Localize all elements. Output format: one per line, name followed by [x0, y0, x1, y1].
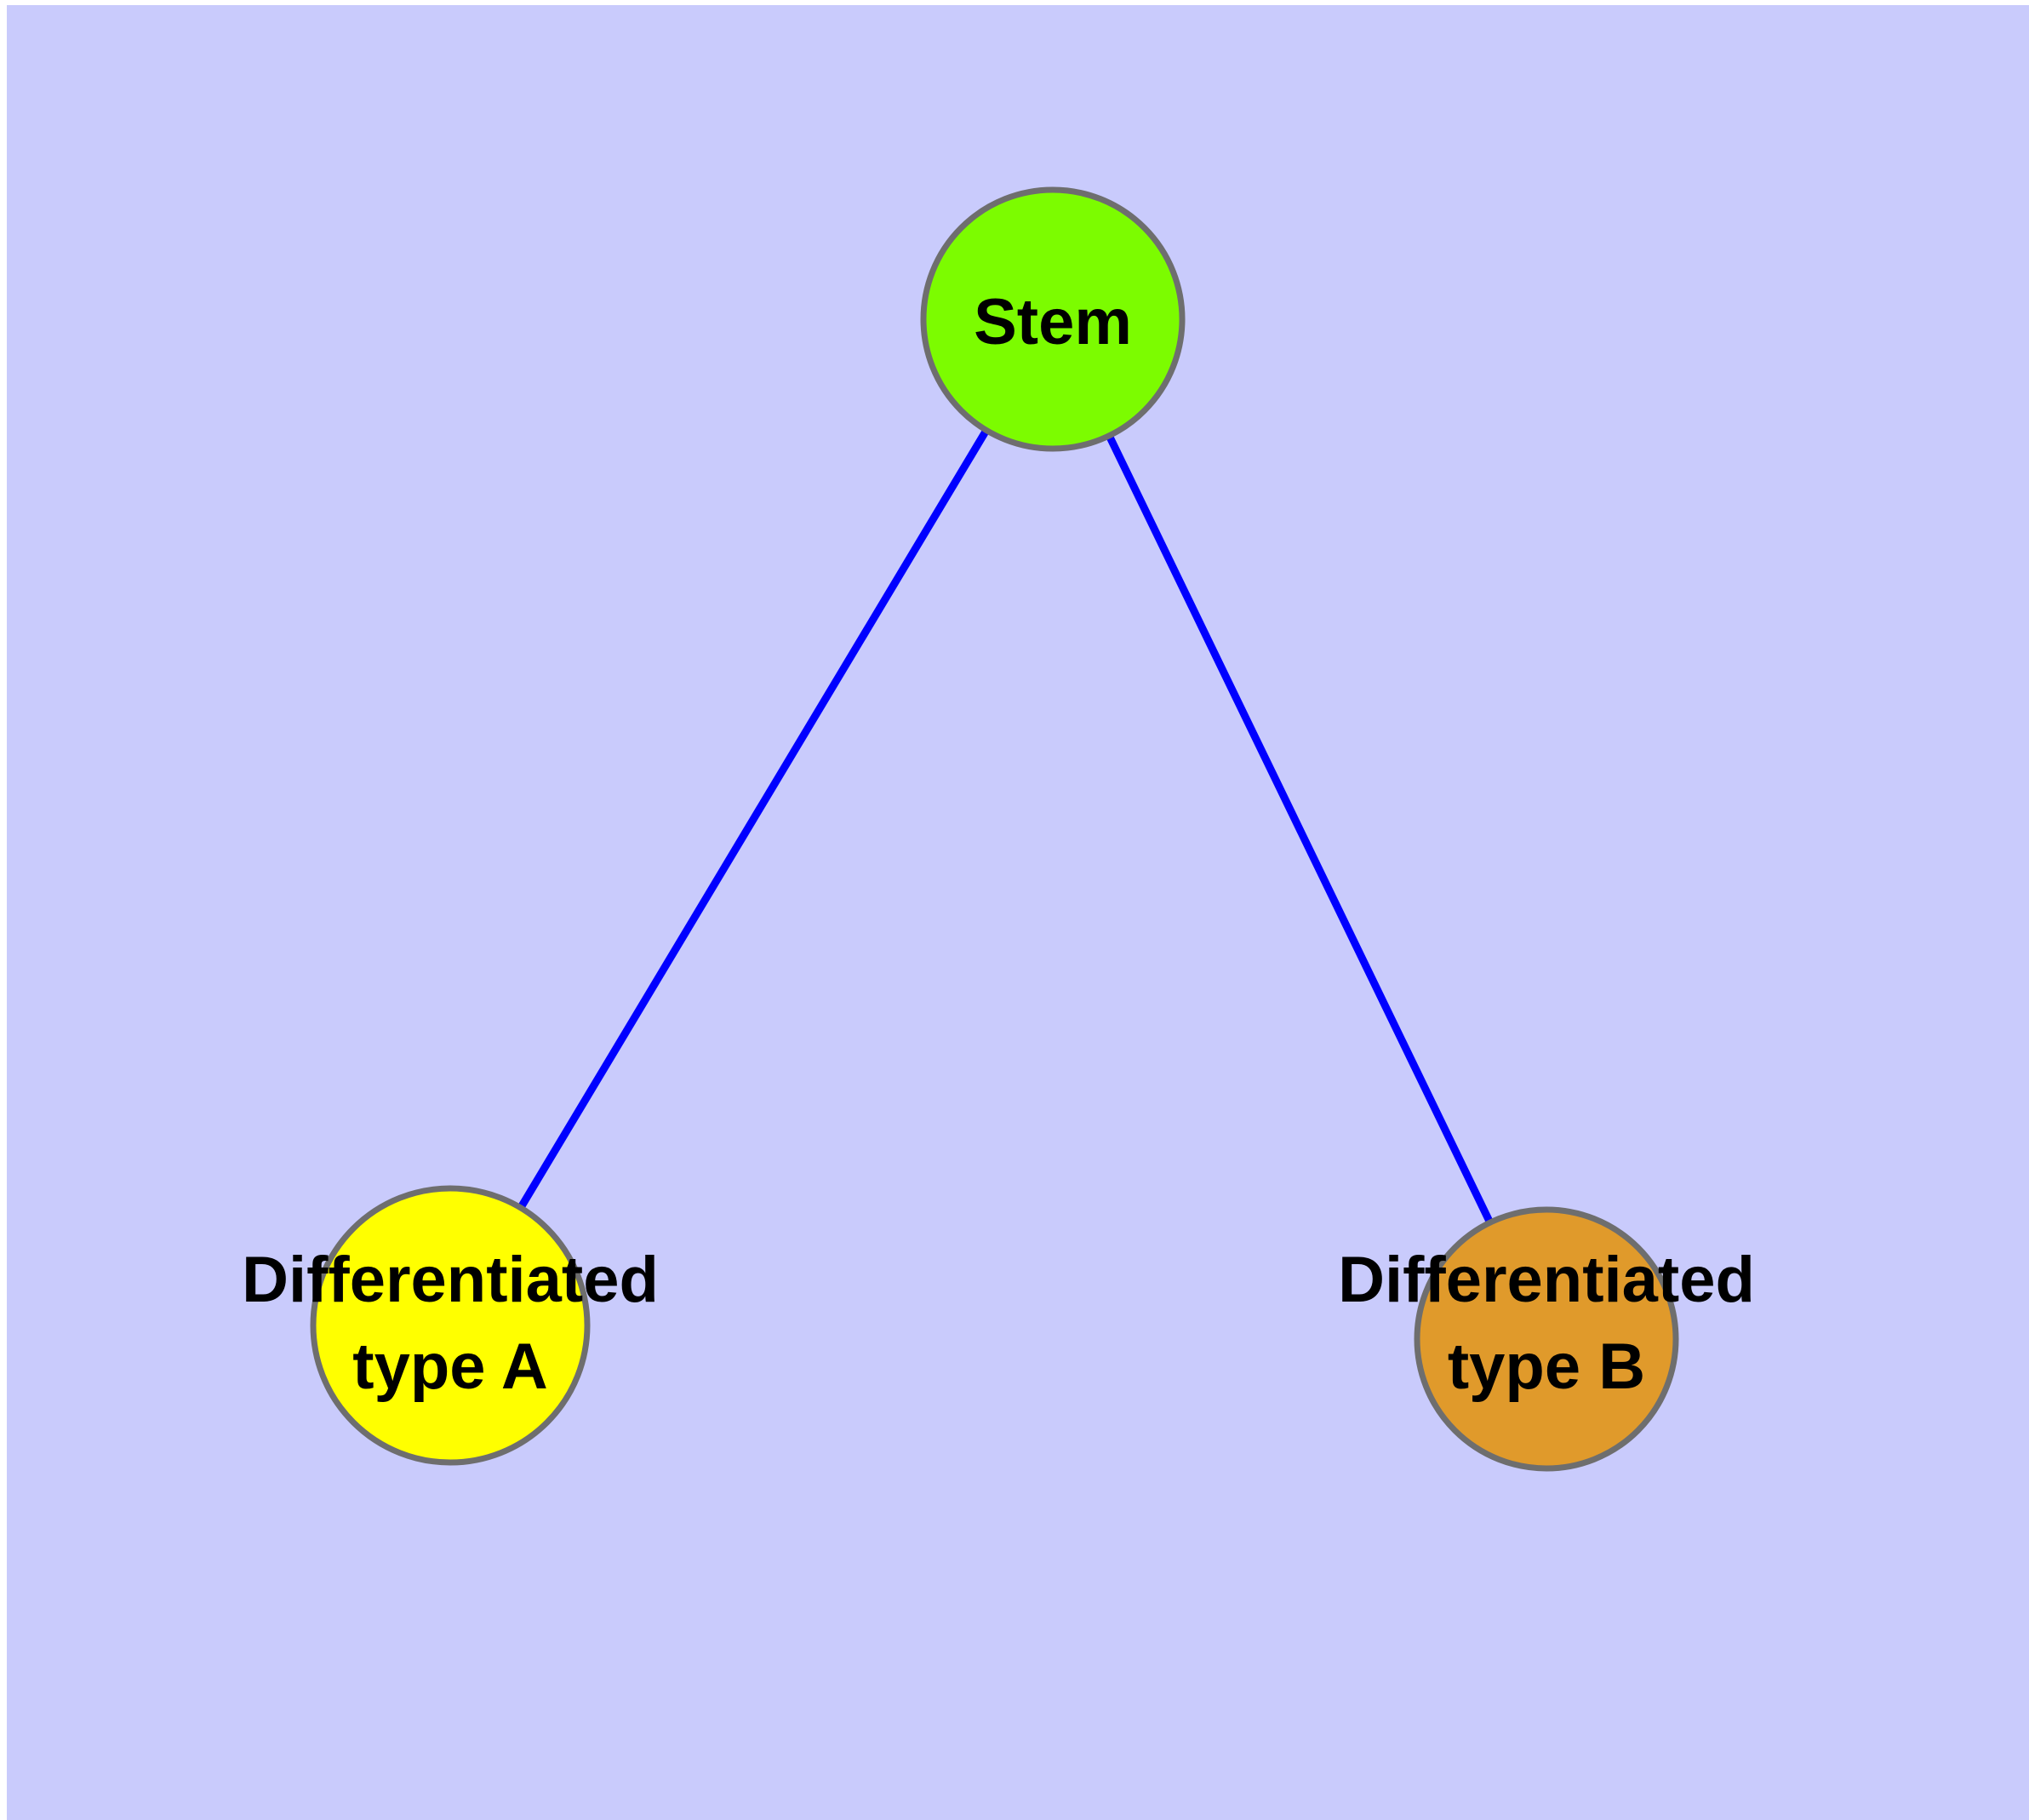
node-stem[interactable]: [920, 186, 1186, 452]
node-differentiated-type-a-circle[interactable]: [310, 1185, 591, 1466]
node-differentiated-type-a-label-line2: type A: [352, 1331, 547, 1403]
node-differentiated-type-a-label-line1: Differentiated: [242, 1244, 659, 1316]
node-differentiated-type-b-label-line1: Differentiated: [1338, 1244, 1755, 1316]
edge-layer: [447, 317, 1551, 1341]
node-differentiated-type-a[interactable]: [310, 1185, 591, 1466]
node-differentiated-type-b[interactable]: [1414, 1206, 1679, 1472]
node-differentiated-type-b-circle[interactable]: [1414, 1206, 1679, 1472]
node-layer: [310, 186, 1679, 1472]
node-differentiated-type-b-label-line2: type B: [1448, 1331, 1645, 1403]
graph-svg: Stem Differentiated type A Differentiate…: [242, 186, 1755, 1472]
edge-stem-to-differentiated-type-b[interactable]: [1049, 318, 1551, 1341]
edge-stem-to-differentiated-type-a[interactable]: [447, 317, 1056, 1328]
node-stem-circle[interactable]: [920, 186, 1186, 452]
label-layer: Stem Differentiated type A Differentiate…: [242, 286, 1755, 1403]
graph-canvas: Stem Differentiated type A Differentiate…: [7, 5, 2029, 1820]
node-stem-label: Stem: [974, 286, 1132, 358]
